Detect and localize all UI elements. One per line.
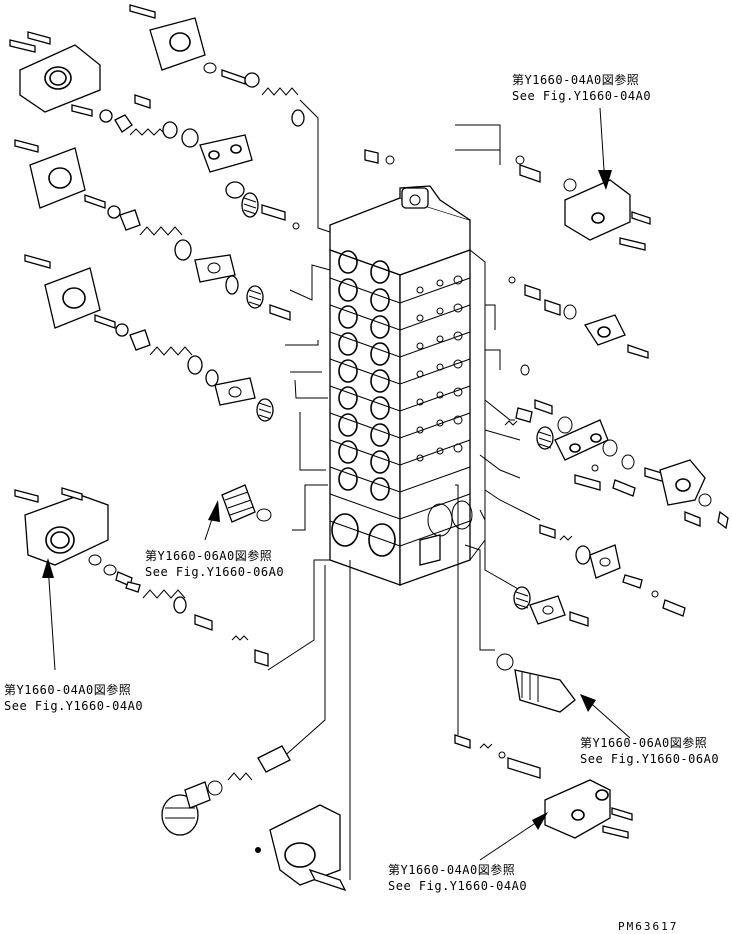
callout-en-label: See Fig.Y1660-04A0 — [512, 89, 652, 103]
left-stack-row-3 — [24, 254, 274, 422]
left-stack-row-4 — [14, 487, 269, 667]
callout-bottom: 第Y1660-04A0図参照 See Fig.Y1660-04A0 — [388, 862, 527, 894]
plug-cap — [221, 484, 272, 523]
callout-en-label: See Fig.Y1660-06A0 — [580, 752, 720, 766]
right-stack — [364, 149, 729, 839]
bottom-left-assembly — [161, 745, 347, 892]
callout-jp-label: 第Y1660-06A0図参照 — [145, 549, 273, 563]
callout-jp-label: 第Y1660-06A0図参照 — [580, 736, 708, 750]
callout-jp-label: 第Y1660-04A0図参照 — [512, 73, 640, 87]
callout-top-right: 第Y1660-04A0図参照 See Fig.Y1660-04A0 — [512, 72, 651, 104]
callout-en-label: See Fig.Y1660-04A0 — [388, 879, 528, 893]
callout-arrows — [42, 107, 631, 861]
callout-left: 第Y1660-04A0図参照 See Fig.Y1660-04A0 — [4, 682, 143, 714]
document-id: PM63617 — [618, 920, 679, 933]
callout-right-mid: 第Y1660-06A0図参照 See Fig.Y1660-06A0 — [580, 735, 719, 767]
left-stack-row-1 — [9, 4, 305, 230]
left-stack-row-2 — [14, 139, 291, 321]
callout-jp-label: 第Y1660-04A0図参照 — [4, 683, 132, 697]
callout-center-left: 第Y1660-06A0図参照 See Fig.Y1660-06A0 — [145, 548, 284, 580]
control-valve-block — [329, 185, 486, 586]
callout-en-label: See Fig.Y1660-04A0 — [4, 699, 144, 713]
leader-lines — [267, 99, 541, 880]
callout-en-label: See Fig.Y1660-06A0 — [145, 565, 285, 579]
callout-jp-label: 第Y1660-04A0図参照 — [388, 863, 516, 877]
